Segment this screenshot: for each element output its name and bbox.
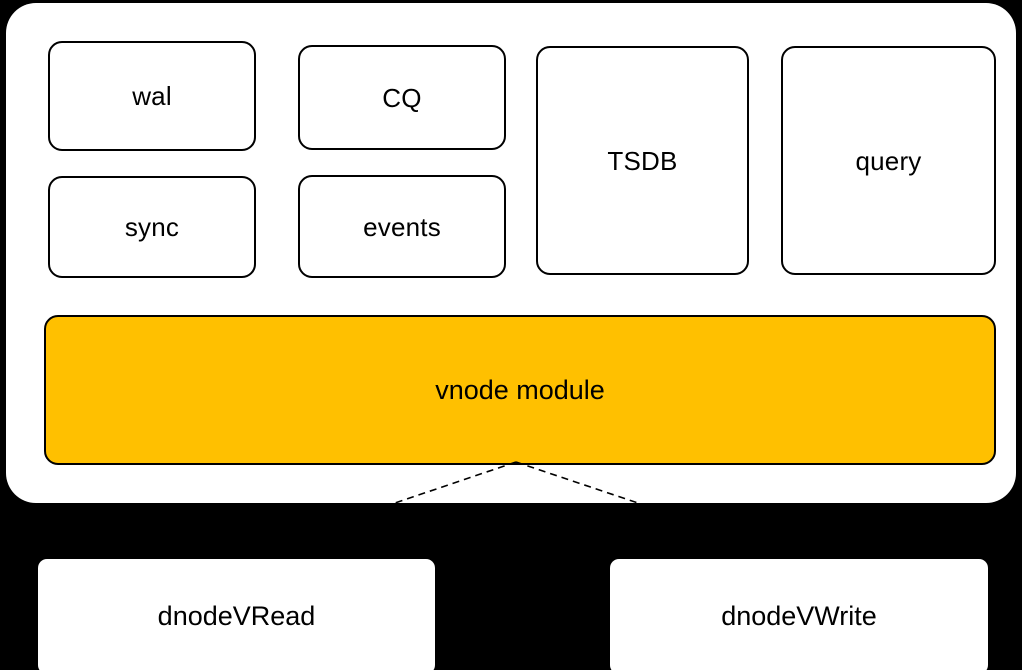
vnode-module-bar[interactable]: vnode module bbox=[44, 315, 996, 465]
module-box-events[interactable]: events bbox=[298, 175, 506, 278]
module-box-sync[interactable]: sync bbox=[48, 176, 256, 278]
dnode-box-vread[interactable]: dnodeVRead bbox=[38, 559, 435, 670]
module-label-sync: sync bbox=[124, 212, 180, 242]
module-label-events: events bbox=[363, 211, 441, 242]
dnode-box-vwrite[interactable]: dnodeVWrite bbox=[610, 559, 988, 670]
module-label-query: query bbox=[855, 145, 922, 176]
module-label-cq: CQ bbox=[382, 82, 422, 113]
vnode-module-label: vnode module bbox=[435, 374, 605, 405]
module-box-wal[interactable]: wal bbox=[48, 41, 256, 151]
vnode-panel: wal sync CQ events TSDB query vnode modu… bbox=[6, 3, 1016, 503]
module-label-tsdb: TSDB bbox=[607, 145, 678, 176]
module-box-query[interactable]: query bbox=[781, 46, 996, 275]
module-box-cq[interactable]: CQ bbox=[298, 45, 506, 150]
dnode-label-vwrite: dnodeVWrite bbox=[721, 601, 877, 631]
dnode-label-vread: dnodeVRead bbox=[157, 601, 316, 631]
module-box-tsdb[interactable]: TSDB bbox=[536, 46, 749, 275]
module-label-wal: wal bbox=[132, 81, 172, 111]
